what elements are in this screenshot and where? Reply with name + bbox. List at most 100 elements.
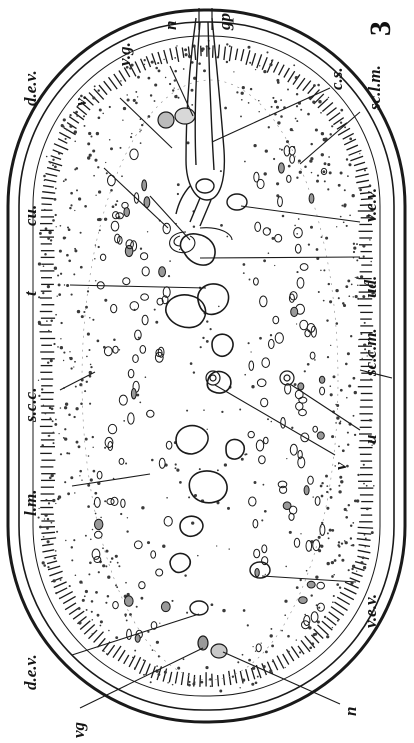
parenchyma-dot (137, 76, 140, 79)
muscle-hatch (135, 62, 140, 73)
parenchyma-dot (97, 340, 100, 343)
parenchyma-dot (330, 393, 333, 396)
parenchyma-dot (71, 294, 73, 296)
parenchyma-dot (159, 623, 160, 624)
muscle-hatch (343, 133, 354, 139)
follicle (125, 596, 134, 606)
parenchyma-dot (264, 510, 267, 513)
parenchyma-dot (39, 232, 42, 235)
muscle-hatch (42, 204, 52, 205)
parenchyma-dot (43, 564, 46, 567)
muscle-hatch (182, 48, 184, 58)
parenchyma-dot (79, 475, 80, 476)
parenchyma-dot (70, 192, 73, 195)
muscle-hatch (347, 145, 358, 150)
parenchyma-dot (169, 83, 171, 85)
parenchyma-dot (224, 463, 227, 466)
parenchyma-dot (113, 339, 116, 342)
parenchyma-dot (338, 490, 341, 493)
muscle-hatch (73, 611, 84, 619)
parenchyma-dot (71, 559, 73, 561)
parenchyma-dot (309, 646, 312, 649)
parenchyma-dot (315, 576, 318, 579)
muscle-hatch (164, 50, 168, 64)
muscle-hatch (327, 108, 337, 116)
parenchyma-dot (92, 447, 93, 448)
parenchyma-dot (94, 492, 97, 495)
parenchyma-dot (74, 141, 76, 143)
follicle (104, 347, 112, 356)
parenchyma-dot (258, 111, 259, 112)
parenchyma-dot (333, 595, 335, 597)
parenchyma-dot (349, 214, 351, 216)
muscle-hatch (65, 603, 76, 610)
parenchyma-dot (321, 153, 324, 156)
parenchyma-dot (133, 99, 136, 102)
parenchyma-dot (207, 429, 208, 430)
follicle (319, 376, 324, 383)
parenchyma-dot (268, 252, 270, 254)
parenchyma-dot (110, 189, 113, 192)
parenchyma-dot (169, 260, 171, 262)
parenchyma-dot (356, 571, 357, 572)
nerve-ganglion-top (158, 108, 195, 128)
muscle-hatch (297, 78, 305, 89)
muscle-hatch (59, 592, 73, 599)
parenchyma-dot (158, 69, 161, 72)
parenchyma-dot (63, 352, 65, 354)
parenchyma-dot (205, 666, 208, 669)
parenchyma-dot (193, 371, 195, 373)
parenchyma-dot (125, 462, 127, 464)
parenchyma-dot (287, 651, 289, 653)
parenchyma-dot (299, 651, 301, 653)
follicle (309, 194, 314, 203)
parenchyma-dot (265, 149, 268, 152)
parenchyma-dot (248, 102, 250, 104)
parenchyma-dot (103, 651, 104, 652)
follicle (131, 389, 136, 399)
parenchyma-dot (84, 125, 86, 127)
parenchyma-dot (178, 97, 180, 99)
label-vev-bottom: v.e.v. (361, 594, 380, 628)
parenchyma-dot (325, 237, 328, 240)
parenchyma-dot (323, 300, 325, 302)
parenchyma-dot (109, 139, 111, 141)
label-scc: s.c.c. (21, 388, 40, 423)
label-v-top: v. (71, 95, 90, 106)
muscle-hatch (287, 649, 294, 661)
parenchyma-dot (219, 690, 222, 693)
parenchyma-dot (272, 97, 274, 99)
label-t: t (21, 290, 40, 296)
parenchyma-dot (233, 71, 234, 72)
label-vg-top: v.g. (115, 42, 134, 66)
muscle-hatch (188, 673, 189, 686)
follicle (128, 413, 134, 424)
muscle-hatch (84, 625, 95, 635)
muscle-hatch (94, 632, 104, 643)
parenchyma-dot (296, 271, 298, 273)
follicle (299, 597, 308, 604)
parenchyma-dot (316, 248, 319, 251)
parenchyma-dot (365, 546, 366, 547)
parenchyma-dot (300, 109, 302, 111)
parenchyma-dot (163, 59, 164, 60)
parenchyma-dot (271, 645, 274, 648)
label-n-top: n (161, 21, 180, 30)
parenchyma-dot (48, 231, 51, 234)
muscle-hatch (46, 174, 58, 177)
parenchyma-dot (174, 87, 175, 88)
parenchyma-dot (90, 478, 93, 481)
parenchyma-dot (344, 189, 346, 191)
parenchyma-dot (119, 349, 121, 351)
parenchyma-dot (87, 333, 90, 336)
muscle-hatch (48, 566, 60, 570)
parenchyma-dot (106, 172, 108, 174)
parenchyma-dot (296, 120, 298, 122)
parenchyma-dot (281, 630, 283, 632)
testes (166, 234, 245, 573)
parenchyma-dot (355, 277, 356, 278)
parenchyma-dot (69, 585, 71, 587)
parenchyma-dot (129, 613, 132, 616)
parenchyma-dot (68, 228, 71, 231)
parenchyma-dot (318, 291, 320, 293)
